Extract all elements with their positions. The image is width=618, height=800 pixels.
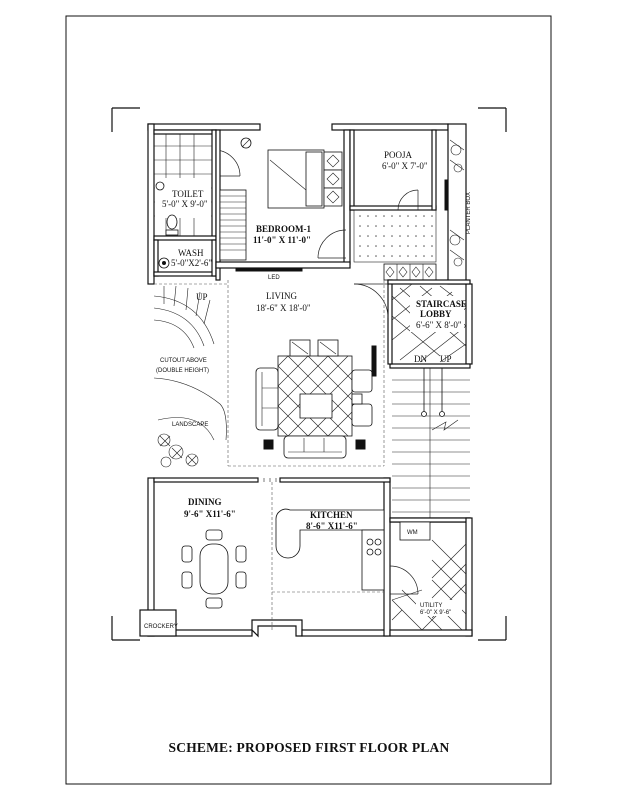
bedroom-size: 11'-0" X 11'-0" (253, 235, 311, 245)
kitchen-size: 8'-6" X11'-6" (306, 521, 358, 531)
bedroom-label: BEDROOM-1 (256, 224, 311, 234)
dining-room: DINING 9'-6" X11'-6" CROCKERY (139, 477, 391, 637)
living-label: LIVING (266, 291, 297, 301)
kitchen-room: KITCHEN 8'-6" X11'-6" (272, 508, 385, 593)
landscape-label: LANDSCAPE (172, 422, 208, 428)
pooja-room: POOJA 6'-0" X 7'-0" (349, 129, 437, 281)
pooja-label: POOJA (384, 150, 413, 160)
toilet-room: TOILET 5'-0" X 9'-0" (153, 129, 241, 241)
corner-markers (111, 107, 507, 641)
wash-size: 5'-0"X2'-6" (171, 258, 212, 268)
stairs-dn-label: DN (414, 354, 427, 364)
dining-label: DINING (188, 497, 222, 507)
sheet-border (65, 15, 552, 785)
utility-size: 6'-0" X 9'-6" (420, 610, 451, 616)
led-label: LED (268, 275, 280, 281)
dining-size: 9'-6" X11'-6" (184, 509, 236, 519)
cutout-up-label: UP (196, 292, 208, 302)
cutout-label-line1: CUTOUT ABOVE (160, 358, 207, 364)
wm-label: WM (407, 530, 418, 536)
bedroom-room: BEDROOM-1 11'-0" X 11'-0" LED (215, 129, 351, 281)
planter-box: PLANTER BOX (444, 123, 472, 285)
living-size: 18'-6" X 18'-0" (256, 303, 311, 313)
pooja-size: 6'-0" X 7'-0" (382, 161, 428, 171)
stairs-up-label: UP (440, 354, 452, 364)
cutout-area: UP CUTOUT ABOVE (DOUBLE HEIGHT) LANDSCAP… (153, 285, 227, 468)
drawing-title: SCHEME: PROPOSED FIRST FLOOR PLAN (169, 740, 450, 755)
utility-room: WM UTILITY 6'-0" X 9'-6" (389, 517, 473, 637)
toilet-label: TOILET (172, 189, 204, 199)
living-room: LIVING 18'-6" X 18'-0" (154, 280, 385, 467)
stairs: DN UP (392, 354, 470, 518)
wash-room: WASH 5'-0"X2'-6" (153, 239, 217, 277)
staircase-lobby: STAIRCASE LOBBY 6'-6" X 8'-0" (353, 279, 471, 365)
kitchen-label: KITCHEN (310, 510, 353, 520)
wash-label: WASH (178, 248, 204, 258)
cutout-label-line2: (DOUBLE HEIGHT) (156, 368, 209, 374)
staircase-size: 6'-6" X 8'-0" (416, 320, 462, 330)
planter-box-label: PLANTER BOX (466, 192, 472, 234)
crockery-label: CROCKERY (144, 624, 178, 630)
toilet-size: 5'-0" X 9'-0" (162, 199, 208, 209)
staircase-label-line1: STAIRCASE (416, 299, 467, 309)
utility-label: UTILITY (420, 603, 442, 609)
staircase-label-line2: LOBBY (420, 309, 452, 319)
